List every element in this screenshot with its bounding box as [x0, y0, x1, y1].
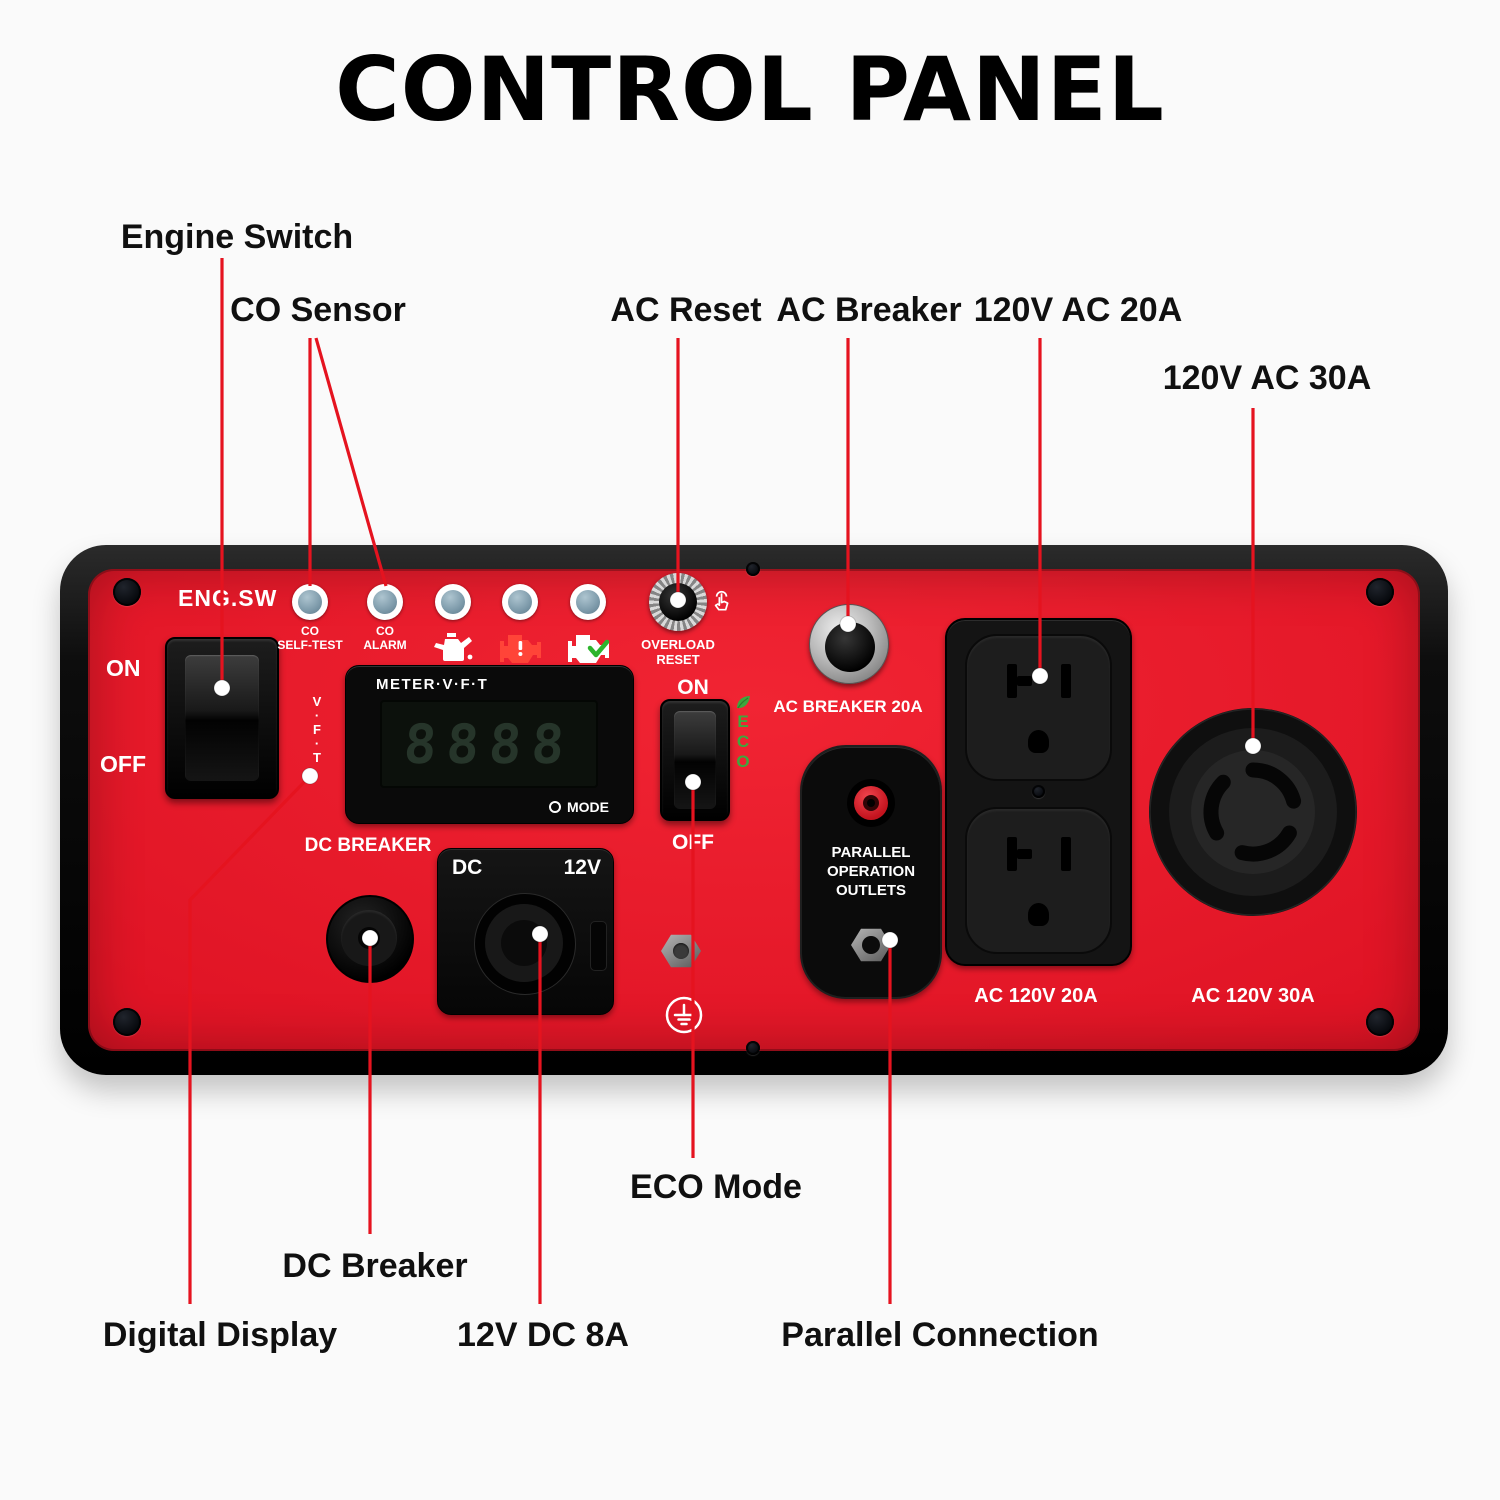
display-digits: 8888 [401, 712, 577, 776]
display-screen: 8888 [380, 700, 598, 788]
twistlock-slots [1203, 762, 1302, 862]
page-title: CONTROL PANEL [335, 38, 1165, 141]
co-self-test-label: CO SELF-TEST [277, 624, 343, 652]
eco-on-label: ON [677, 676, 709, 699]
callout-120v-ac-30a: 120V AC 30A [1162, 359, 1372, 397]
parallel-label: PARALLEL OPERATION OUTLETS [826, 844, 916, 899]
dc-socket-cover-hinge [590, 921, 607, 971]
dc-label: DC [452, 856, 483, 879]
callout-dc-breaker: DC Breaker [282, 1247, 468, 1285]
eco-vertical-label: E C O [730, 693, 756, 771]
ac-breaker-cap [825, 622, 875, 672]
engine-switch-title: ENG.SW [178, 585, 278, 611]
vft-strip: V · F · T [312, 694, 322, 765]
twistlock-outlet [1143, 702, 1363, 922]
mode-label: MODE [549, 799, 609, 815]
oil-can-icon [432, 631, 474, 661]
duplex-outlet-module [945, 618, 1132, 966]
ground-hole [1028, 730, 1049, 753]
mode-icon [549, 801, 561, 813]
co-alarm-label: CO ALARM [363, 624, 407, 652]
dc-socket-core [501, 920, 547, 966]
eco-switch-rocker-cap [674, 711, 716, 809]
overload-reset-button [649, 573, 707, 631]
callout-120v-ac-20a: 120V AC 20A [973, 291, 1183, 329]
neutral-t-slot [1017, 676, 1032, 686]
hot-slot [1061, 837, 1071, 871]
overload-reset-cap [659, 583, 697, 621]
co-self-test-light [292, 584, 328, 620]
duplex-outlet-label: AC 120V 20A [974, 985, 1098, 1007]
engine-on-label: ON [106, 655, 141, 681]
callout-co-sensor: CO Sensor [230, 291, 406, 329]
oil-light [435, 584, 471, 620]
duplex-outlet-bottom [965, 807, 1112, 954]
eco-switch-rocker [660, 699, 730, 821]
parallel-red-jack-hole [867, 799, 875, 807]
neutral-slot [1007, 837, 1017, 871]
engine-switch-rocker-cap [185, 655, 259, 781]
callout-parallel-connection: Parallel Connection [781, 1316, 1099, 1354]
engine-alert-icon [498, 629, 542, 663]
output-light [570, 584, 606, 620]
callout-ac-reset: AC Reset [610, 291, 762, 329]
neutral-t-slot [1017, 849, 1032, 859]
engine-off-label: OFF [100, 751, 146, 777]
ground-bolt-core [673, 943, 689, 959]
leaf-icon [737, 696, 750, 709]
callout-ac-breaker: AC Breaker [776, 291, 962, 329]
parallel-black-jack-hole [862, 936, 880, 954]
corner-screw [1366, 1008, 1394, 1036]
dc-volts-label: 12V [563, 856, 601, 879]
hot-slot [1061, 664, 1071, 698]
dc-outlet-module: DC 12V [437, 848, 614, 1015]
callout-eco-mode: ECO Mode [630, 1168, 802, 1206]
dc-breaker-label: DC BREAKER [304, 835, 432, 856]
engine-check-icon [566, 629, 610, 663]
duplex-outlet-top [965, 634, 1112, 781]
engine-switch-rocker [165, 637, 279, 799]
tap-icon [708, 589, 734, 615]
ac-breaker-label: AC BREAKER 20A [773, 697, 923, 716]
overload-light [502, 584, 538, 620]
corner-screw [1366, 578, 1394, 606]
callout-engine-switch: Engine Switch [120, 218, 354, 256]
twistlock-outlet-label: AC 120V 30A [1191, 985, 1315, 1007]
parallel-outlets-module: PARALLEL OPERATION OUTLETS [800, 745, 942, 999]
control-panel: ENG.SW ON OFF CO SELF-TEST CO ALARM [60, 545, 1448, 1075]
co-alarm-light [367, 584, 403, 620]
neutral-slot [1007, 664, 1017, 698]
panel-screw [746, 1041, 760, 1055]
callout-12v-dc-8a: 12V DC 8A [457, 1316, 629, 1354]
digital-display: METER·V·F·T 8888 MODE [345, 665, 634, 824]
callout-digital-display: Digital Display [102, 1316, 338, 1354]
eco-off-label: OFF [672, 831, 714, 854]
corner-screw [113, 1008, 141, 1036]
overload-reset-label: OVERLOAD RESET [641, 637, 715, 667]
display-header: METER·V·F·T [376, 676, 489, 693]
ground-icon [662, 993, 706, 1037]
dc-breaker-cap [358, 927, 380, 949]
outlet-screw [1032, 785, 1045, 798]
panel-screw [746, 562, 760, 576]
corner-screw [113, 578, 141, 606]
ground-hole [1028, 903, 1049, 926]
